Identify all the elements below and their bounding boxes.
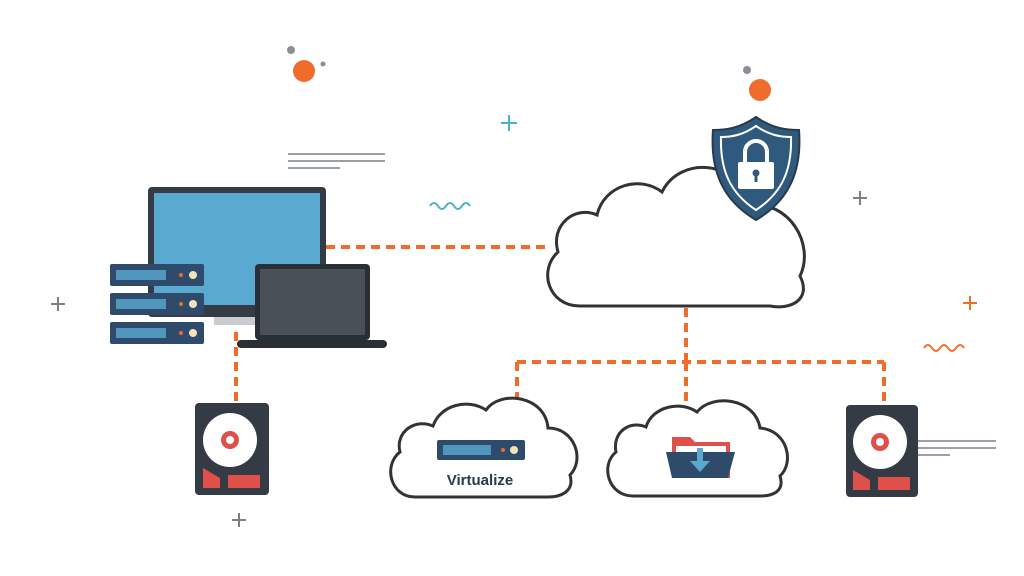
speed-lines [288, 153, 385, 169]
server-unit [110, 264, 204, 286]
shield-lock-icon [711, 115, 801, 222]
gray-dot [743, 66, 751, 74]
server-rack-icon [110, 264, 204, 344]
wave-icon [923, 344, 965, 352]
gray-dot [287, 46, 295, 54]
server-unit [110, 322, 204, 344]
speed-lines [918, 440, 996, 456]
hard-drive-icon [195, 403, 269, 495]
decorations [51, 46, 996, 527]
gray-dot [320, 61, 326, 67]
server-unit [110, 293, 204, 315]
virtualize-cloud: Virtualize [389, 396, 579, 499]
virtualize-label: Virtualize [447, 472, 513, 489]
orange-dot [293, 60, 315, 82]
plus-icon [853, 191, 867, 205]
plus-icon [501, 115, 517, 131]
wave-icon [429, 202, 471, 210]
orange-dot [749, 79, 771, 101]
hard-drive-icon [846, 405, 918, 497]
plus-icon [51, 297, 65, 311]
server-unit [437, 440, 525, 460]
plus-icon [232, 513, 246, 527]
folder-cloud [606, 399, 789, 498]
laptop-icon [237, 264, 387, 348]
folder-download-icon [666, 437, 735, 478]
plus-icon [963, 296, 977, 310]
